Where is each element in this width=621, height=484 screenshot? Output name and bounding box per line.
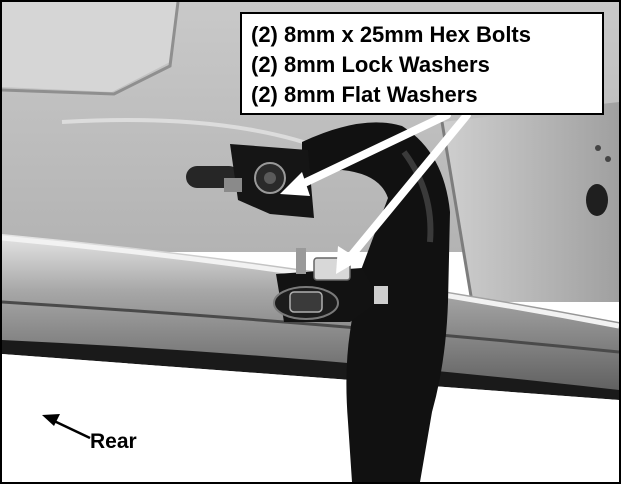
rear-direction-label: Rear (90, 430, 137, 453)
arrow-up-left-icon (42, 414, 91, 440)
small-hole-1 (595, 145, 601, 151)
callout-line-lock-washers: (2) 8mm Lock Washers (251, 52, 490, 77)
bracket-tab (374, 286, 388, 304)
callout-line-hex-bolts: (2) 8mm x 25mm Hex Bolts (251, 22, 531, 47)
arrow-icon (342, 111, 471, 266)
small-hole-2 (605, 156, 611, 162)
lower-background (2, 354, 619, 482)
lower-stud (296, 248, 306, 274)
callout-line-flat-washers: (2) 8mm Flat Washers (251, 82, 478, 107)
arrow-icon (294, 111, 451, 190)
parts-callout-box: (2) 8mm x 25mm Hex Bolts (2) 8mm Lock Wa… (240, 12, 604, 115)
access-hole (586, 184, 608, 216)
lower-bolt-head (289, 291, 323, 313)
right-structure (442, 102, 619, 302)
bracket-sheen (401, 150, 434, 243)
right-edge (440, 121, 474, 303)
upper-bolt-center (264, 172, 276, 184)
arrow-icon (280, 172, 310, 196)
panel-crease (2, 2, 180, 96)
panel-recess (2, 2, 177, 92)
pinch-weld (2, 340, 619, 400)
arrow-icon (336, 246, 360, 274)
callout-arrows (280, 111, 471, 274)
upper-clip-tab (224, 178, 242, 192)
sill-lower-edge (2, 300, 619, 354)
